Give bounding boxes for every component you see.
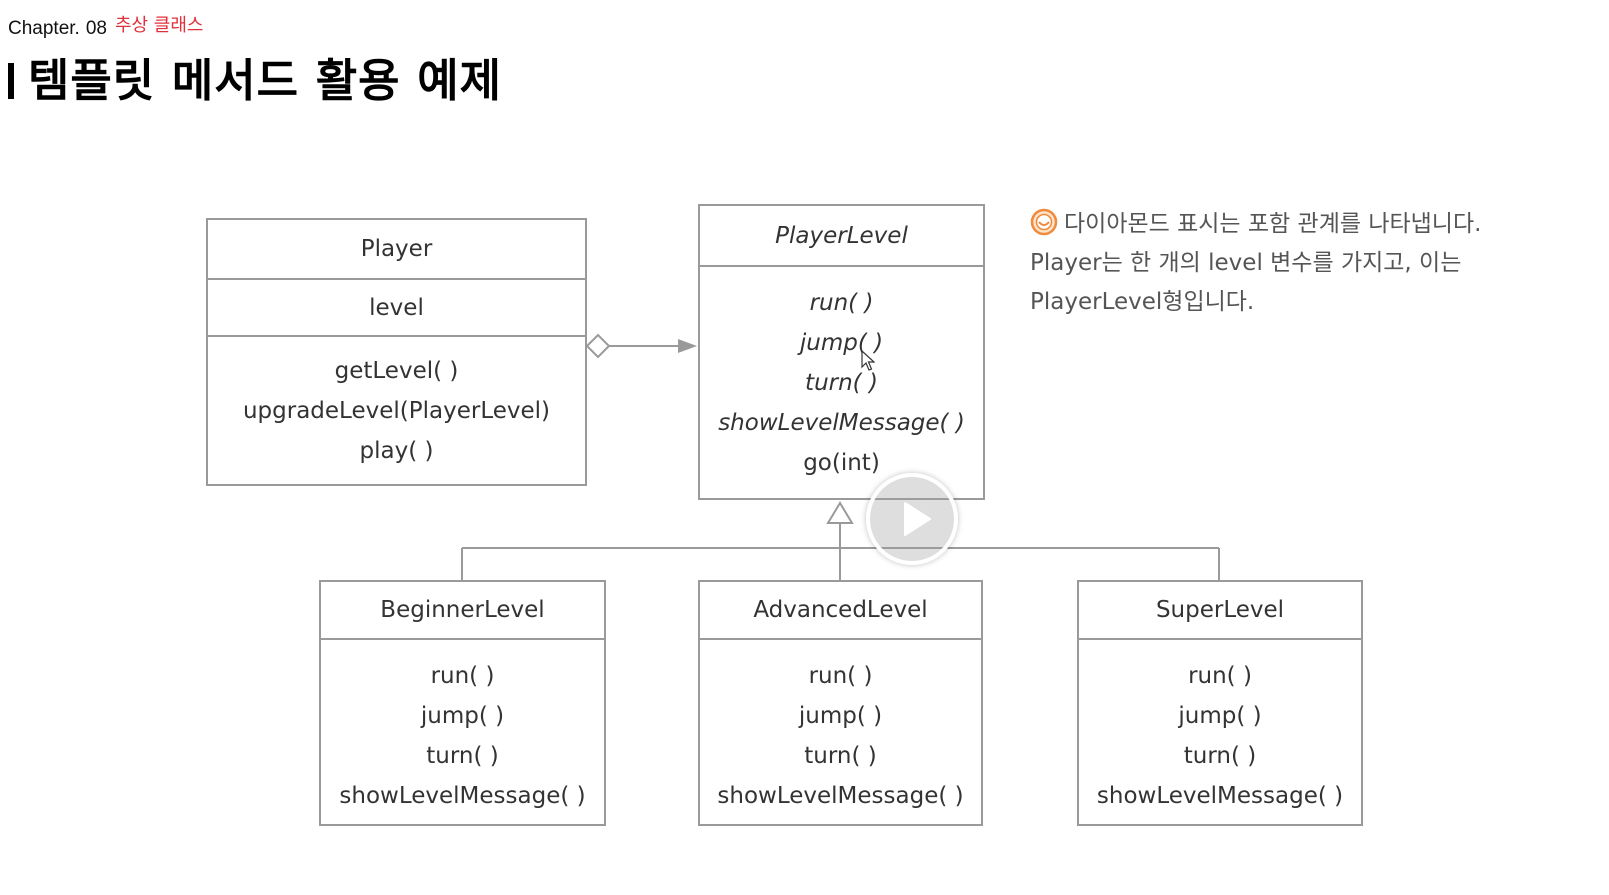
chapter-label: Chapter.	[8, 18, 80, 39]
class-beginner-level-name: BeginnerLevel	[380, 597, 545, 623]
diagram-note: 다이아몬드 표시는 포함 관계를 나타냅니다. Player는 한 개의 lev…	[1030, 205, 1510, 322]
page-title: 템플릿 메서드 활용 예제	[8, 44, 502, 109]
class-player-attribute: level	[208, 278, 585, 335]
method-row: jump( )	[420, 703, 505, 729]
class-player: Player level getLevel( ) upgradeLevel(Pl…	[206, 218, 587, 486]
class-super-level-name: SuperLevel	[1155, 597, 1285, 623]
chapter-number: 08	[85, 18, 107, 39]
page-title-text: 템플릿 메서드 활용 예제	[28, 54, 503, 107]
class-advanced-level-name: AdvancedLevel	[753, 597, 928, 623]
aggregation-arrowhead	[678, 339, 697, 353]
method-row: jump( )	[799, 330, 884, 356]
aggregation-diamond	[585, 333, 611, 359]
class-super-level: SuperLevel run( ) jump( ) turn( ) showLe…	[1077, 580, 1363, 826]
method-row: showLevelMessage( )	[717, 783, 964, 809]
method-row: jump( )	[1178, 703, 1262, 729]
method-row: showLevelMessage( )	[339, 783, 586, 809]
method-row: run( )	[808, 663, 873, 689]
title-bar	[8, 63, 14, 99]
class-super-level-methods: run( ) jump( ) turn( ) showLevelMessage(…	[1079, 638, 1361, 816]
method-row: run( )	[430, 663, 495, 689]
chapter-header: Chapter.08 추상 클래스	[8, 14, 204, 40]
class-player-methods: getLevel( ) upgradeLevel(PlayerLevel) pl…	[208, 335, 585, 471]
method-row: upgradeLevel(PlayerLevel)	[242, 398, 551, 424]
smile-icon	[1030, 208, 1058, 236]
chapter-subtitle: 추상 클래스	[114, 15, 204, 36]
method-row: turn( )	[426, 743, 499, 769]
class-player-name: Player	[360, 236, 433, 262]
class-player-level-name: PlayerLevel	[775, 222, 908, 249]
note-text: 다이아몬드 표시는 포함 관계를 나타냅니다. Player는 한 개의 lev…	[1030, 211, 1482, 315]
class-player-level-methods: run( ) jump( ) turn( ) showLevelMessage(…	[700, 265, 983, 483]
class-beginner-level-methods: run( ) jump( ) turn( ) showLevelMessage(…	[321, 638, 604, 816]
method-row: jump( )	[798, 703, 883, 729]
inheritance-triangle	[826, 501, 854, 524]
method-row: go(int)	[803, 450, 880, 476]
play-icon	[904, 502, 931, 536]
class-player-level: PlayerLevel run( ) jump( ) turn( ) showL…	[698, 204, 985, 500]
method-row: getLevel( )	[334, 358, 459, 384]
cursor-icon	[861, 349, 876, 376]
method-row: showLevelMessage( )	[718, 410, 965, 436]
method-row: turn( )	[804, 743, 877, 769]
method-row: play( )	[359, 438, 434, 464]
method-row: turn( )	[805, 370, 878, 396]
method-row: run( )	[809, 290, 874, 316]
video-play-button[interactable]	[866, 473, 958, 565]
class-advanced-level-methods: run( ) jump( ) turn( ) showLevelMessage(…	[700, 638, 981, 816]
class-beginner-level: BeginnerLevel run( ) jump( ) turn( ) sho…	[319, 580, 606, 826]
method-row: turn( )	[1183, 743, 1257, 769]
method-row: run( )	[1188, 663, 1252, 689]
method-row: showLevelMessage( )	[1096, 783, 1344, 809]
class-advanced-level: AdvancedLevel run( ) jump( ) turn( ) sho…	[698, 580, 983, 826]
